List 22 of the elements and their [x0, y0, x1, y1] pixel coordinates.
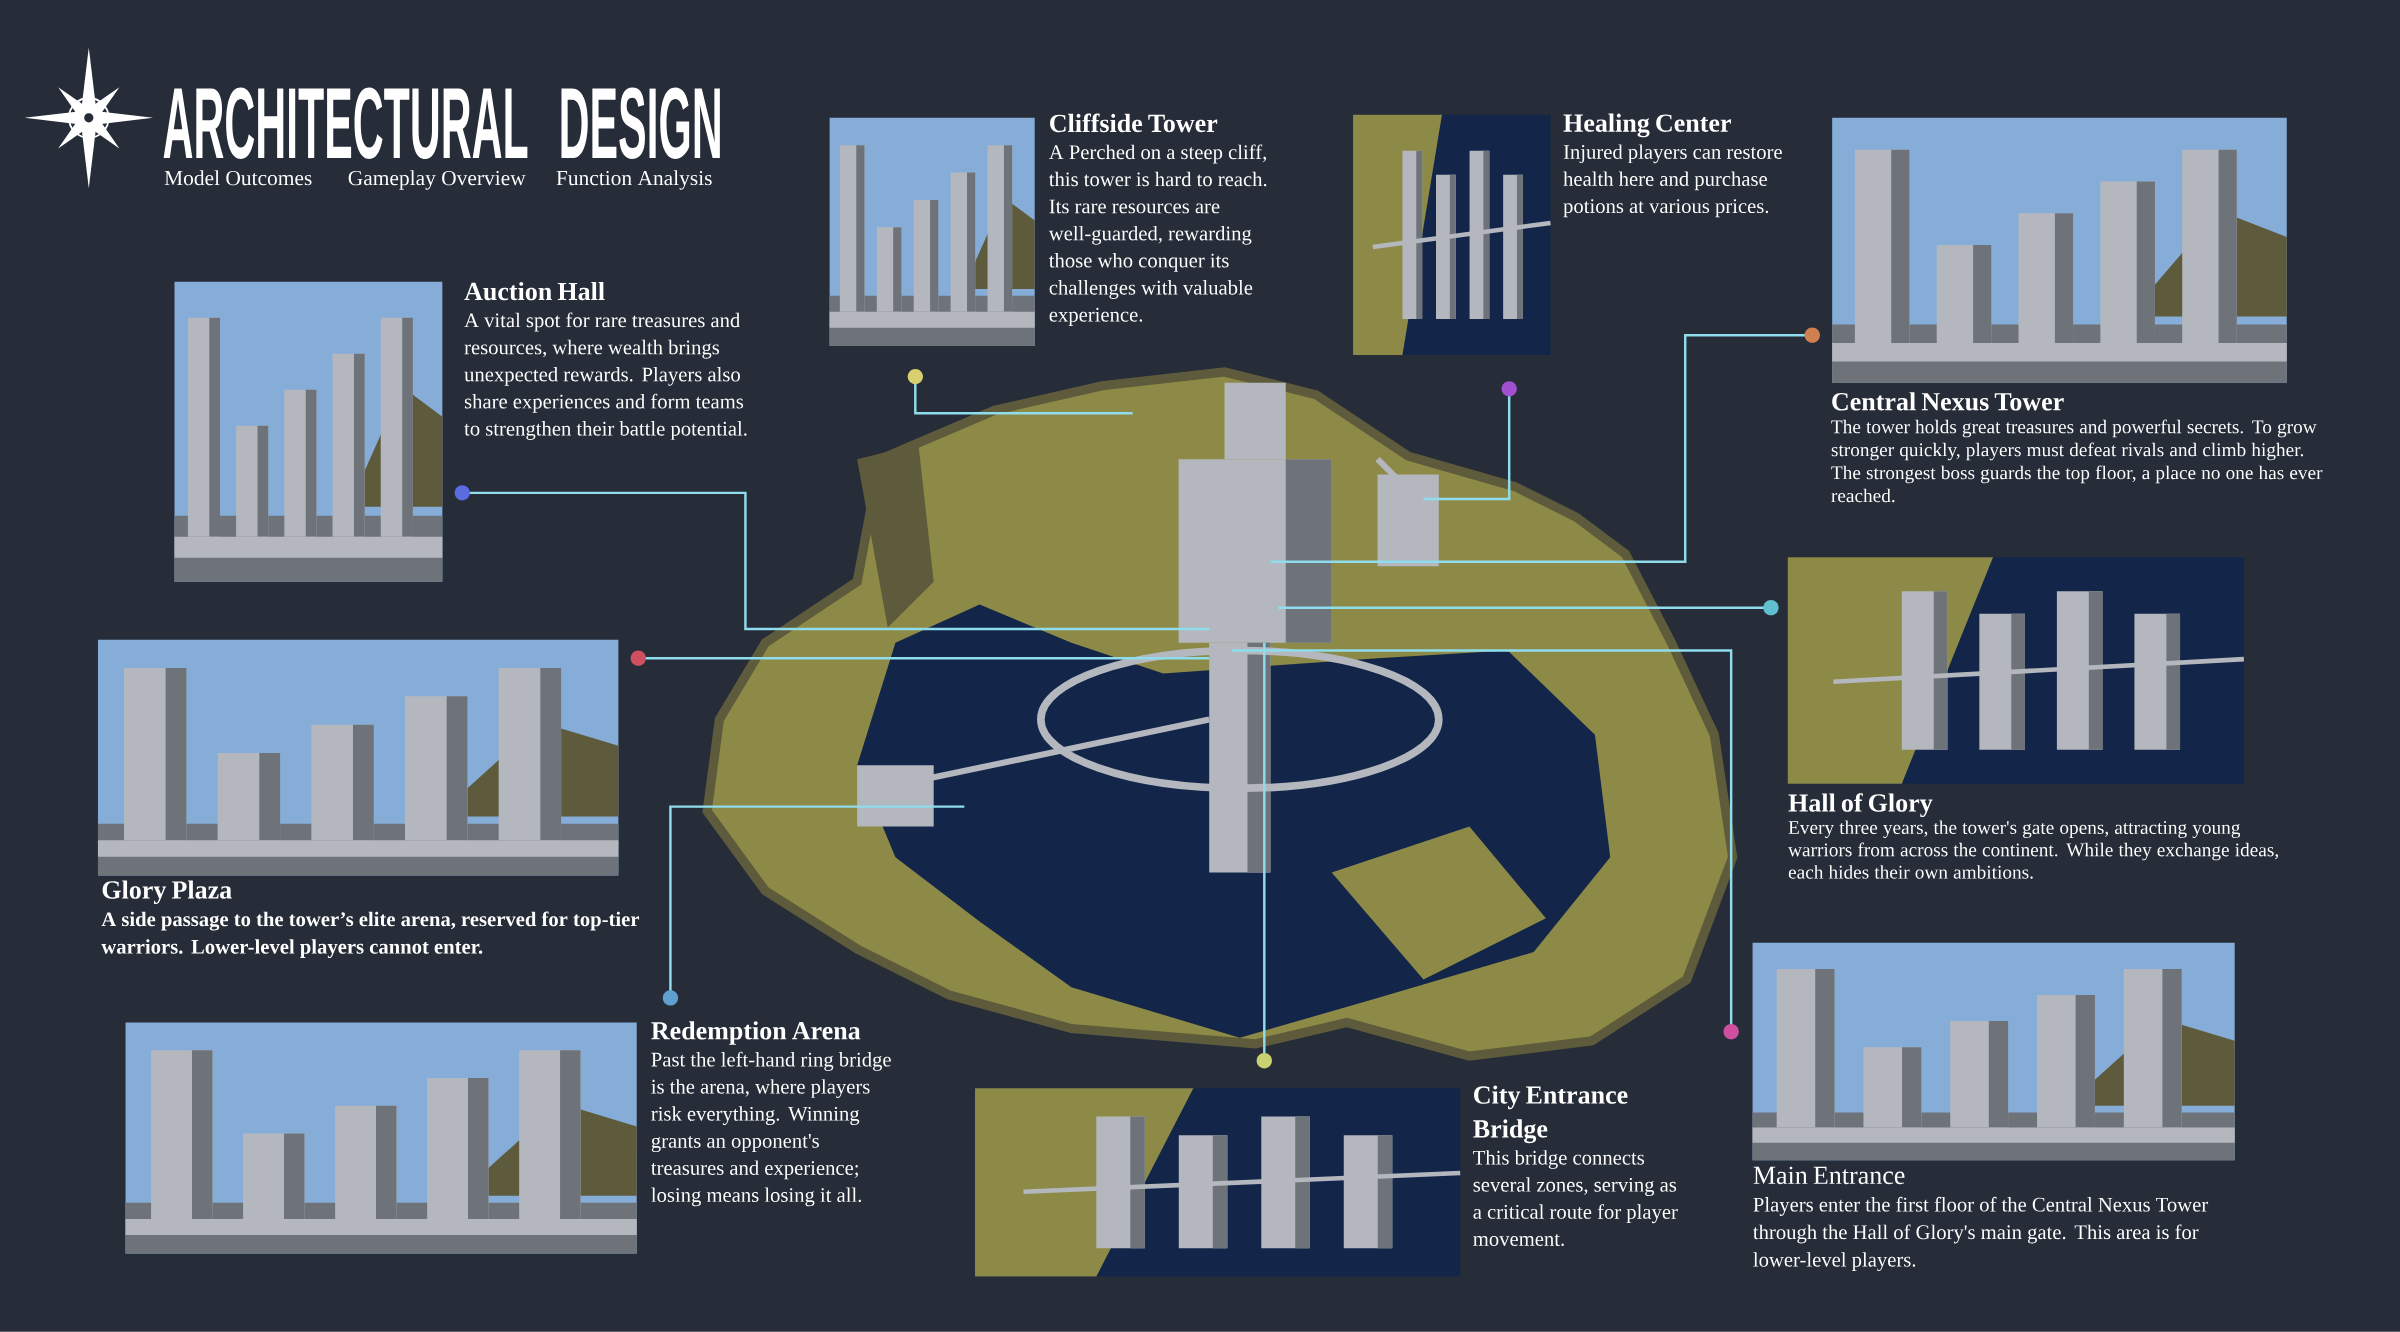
- leader-line: [1423, 381, 1517, 501]
- section-label: Function Analysis: [556, 170, 712, 190]
- section-label: Model Outcomes: [164, 170, 312, 186]
- leader-line: [1256, 643, 1272, 1069]
- section-label: Gameplay Overview: [348, 170, 526, 190]
- leader-line: [454, 485, 1210, 631]
- leader-line: [630, 650, 1210, 666]
- feature-description: Main Entrance Players enter the first floor of the Central Nexus Tower through the Hall of Glory's main gate. This area is for lower-level players.: [1753, 1166, 2209, 1272]
- feature-description: Auction Hall A vital spot for rare treasures and resources, where wealth brings unexpected rewards. Players also share experiences and form teams to strengthen their battle potential.: [464, 282, 747, 441]
- leader-line: [1232, 649, 1739, 1040]
- feature-description: Healing Center Injured players can restore health here and purchase potions at various prices.: [1563, 113, 1782, 218]
- feature-description: Glory Plaza A side passage to the tower’s elite arena, reserved for top-tier warriors. Lower-level players cannot enter.: [101, 880, 640, 959]
- feature-description: City Entrance Bridge This bridge connects several zones, serving as a critical route for player movement.: [1473, 1085, 1678, 1247]
- feature-description: Hall of Glory Every three years, the tower's gate opens, attracting young warriors from across the continent. While they exchange ideas, each hides their own ambitions.: [1788, 793, 2278, 879]
- feature-description: Central Nexus Tower The tower holds great treasures and powerful secrets. To grow stronger quickly, players must defeat rivals and climb higher. The strongest boss guards the top floor, a place no one has ever reached.: [1831, 392, 2323, 503]
- feature-description: Cliffside Tower A Perched on a steep cliff, this tower is hard to reach. Its rare resources are well-guarded, rewarding those who conquer its challenges with valuable experience.: [1048, 113, 1267, 327]
- leader-line: [1278, 600, 1779, 616]
- leader-line: [907, 369, 1133, 415]
- feature-description: Redemption Arena Past the left-hand ring bridge is the arena, where players risk everything. Winning grants an opponent's treasures and experience; losing means losing it all.: [651, 1021, 891, 1207]
- title: ARCHITECTURAL DESIGN: [163, 87, 720, 160]
- leader-line: [1270, 327, 1820, 564]
- leader-line: [662, 805, 965, 1006]
